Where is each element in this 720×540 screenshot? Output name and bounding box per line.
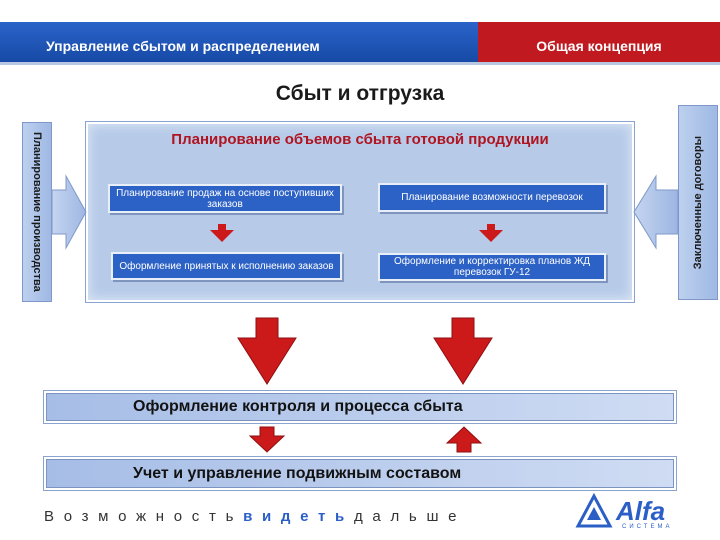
left-side-label-wrap: Планирование производства (22, 122, 52, 302)
page-title: Сбыт и отгрузка (275, 82, 445, 105)
right-input-arrow (633, 174, 679, 250)
header-topic-title: Общая концепция (478, 22, 720, 62)
sales-planning-label: Планирование продаж на основе поступивши… (116, 187, 334, 210)
rolling-stock-label: Учет и управление подвижным составом (133, 464, 462, 482)
rolling-stock-bar: Учет и управление подвижным составом (44, 457, 676, 490)
left-input-arrow (51, 174, 87, 250)
sales-planning-box: Планирование продаж на основе поступивши… (108, 184, 342, 213)
stock-to-control-arrow-up (445, 426, 483, 453)
planning-panel-title: Планирование объемов сбыта готовой проду… (171, 131, 549, 148)
rail-plan-label: Оформление и корректировка планов ЖД пер… (394, 256, 590, 278)
footer-slogan: Возможностьвидетьдальше (44, 508, 466, 525)
rail-plan-box: Оформление и корректировка планов ЖД пер… (378, 253, 606, 281)
header-section-title: Управление сбытом и распределением (0, 22, 478, 62)
transport-planning-label: Планирование возможности перевозок (401, 192, 583, 203)
order-processing-box: Оформление принятых к исполнению заказов (111, 252, 342, 280)
company-logo-subtitle: СИСТЕМА (622, 524, 673, 530)
panel-to-control-arrow-right (433, 317, 493, 385)
transport-planning-box: Планирование возможности перевозок (378, 183, 606, 212)
panel-to-control-arrow-left (237, 317, 297, 385)
left-side-label: Планирование производства (31, 132, 43, 292)
sales-control-bar: Оформление контроля и процесса сбыта (44, 391, 676, 423)
sales-control-label: Оформление контроля и процесса сбыта (133, 398, 463, 415)
inner-arrow-right (479, 224, 503, 242)
order-processing-label: Оформление принятых к исполнению заказов (119, 260, 334, 272)
control-to-stock-arrow-down (248, 426, 286, 453)
footer-slogan-highlight: видеть (243, 508, 354, 525)
logo-inner-triangle-icon (587, 507, 601, 520)
company-logo-text: Alfa (616, 496, 666, 526)
footer-slogan-part2: дальше (353, 508, 467, 525)
footer-slogan-part1: Возможность (44, 508, 244, 525)
inner-arrow-left (210, 224, 234, 242)
header-divider (0, 62, 720, 65)
logo-triangle-icon (575, 492, 613, 528)
